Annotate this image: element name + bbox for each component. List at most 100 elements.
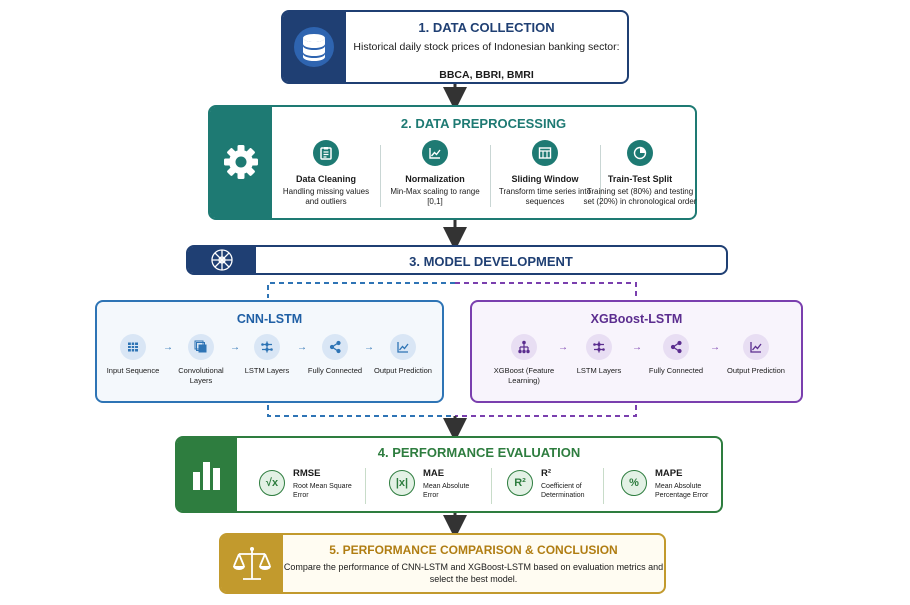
cnn-step-lstm-layers: LSTM Layers — [235, 334, 299, 376]
xgb-step-label: LSTM Layers — [576, 366, 622, 375]
stage4-title: 4. PERFORMANCE EVALUATION — [377, 445, 581, 460]
model-cnn-lstm: CNN-LSTM Input Sequence → Convolutional … — [95, 300, 444, 403]
bar-chart-icon — [193, 462, 220, 490]
stage-data-collection: 1. DATA COLLECTION Historical daily stoc… — [281, 10, 629, 84]
gear-icon — [224, 145, 258, 179]
network-icon — [211, 249, 233, 271]
arrow-right-icon: → — [710, 342, 720, 353]
stage5-title: 5. PERFORMANCE COMPARISON & CONCLUSION — [329, 543, 618, 557]
model-xgboost-lstm: XGBoost-LSTM XGBoost (Feature Learning) … — [470, 300, 803, 403]
arrow-right-icon: → — [297, 342, 307, 353]
line-chart-icon — [743, 334, 769, 360]
stage-data-preprocessing: 2. DATA PREPROCESSING Data Cleaning Hand… — [208, 105, 697, 220]
xgb-step-label: Fully Connected — [648, 366, 704, 375]
share-icon — [322, 334, 348, 360]
cnn-step-label: Input Sequence — [106, 366, 160, 375]
stage-comparison-conclusion: 5. PERFORMANCE COMPARISON & CONCLUSION C… — [219, 533, 666, 594]
stage1-text: Historical daily stock prices of Indones… — [353, 41, 620, 53]
xgb-step-xgboost: XGBoost (Feature Learning) — [488, 334, 560, 385]
cnn-title: CNN-LSTM — [236, 312, 303, 326]
metric-name: MAPE — [655, 468, 683, 479]
divider — [603, 468, 604, 504]
cnn-step-output-prediction: Output Prediction — [371, 334, 435, 376]
layers-icon — [188, 334, 214, 360]
divider — [600, 145, 601, 207]
divider — [380, 145, 381, 207]
arrow-right-icon: → — [364, 342, 374, 353]
stage5-text: Compare the performance of CNN-LSTM and … — [283, 562, 664, 584]
preprocess-step-data-cleaning: Data Cleaning Handling missing values an… — [276, 140, 376, 207]
xgb-step-lstm-layers: LSTM Layers — [567, 334, 631, 376]
preprocess-step-train-test-split: Train-Test Split Training set (80%) and … — [582, 140, 698, 207]
cnn-step-label: LSTM Layers — [244, 366, 290, 375]
r-squared-icon: R² — [507, 470, 533, 496]
stage2-title: 2. DATA PREPROCESSING — [400, 116, 567, 131]
stage3-sidebar — [188, 247, 256, 273]
absolute-value-icon: |x| — [389, 470, 415, 496]
share-icon — [663, 334, 689, 360]
cnn-step-label: Output Prediction — [374, 366, 432, 375]
window-icon — [532, 140, 558, 166]
metric-name: R² — [541, 468, 552, 479]
scales-icon — [233, 547, 271, 580]
stage1-sidebar — [283, 12, 346, 82]
preprocess-step-title: Data Cleaning — [295, 174, 356, 184]
arrow-right-icon: → — [163, 342, 173, 353]
xgb-step-output-prediction: Output Prediction — [724, 334, 788, 376]
stage1-title: 1. DATA COLLECTION — [418, 20, 555, 35]
preprocess-step-desc: Training set (80%) and testing set (20%)… — [583, 187, 697, 206]
stage-model-development: 3. MODEL DEVELOPMENT — [186, 245, 728, 275]
arrow-right-icon: → — [632, 342, 642, 353]
preprocess-step-title: Normalization — [405, 174, 465, 184]
branch-top-cnn — [267, 282, 455, 298]
xgb-title: XGBoost-LSTM — [590, 312, 683, 326]
preprocess-step-title: Train-Test Split — [607, 174, 673, 184]
cnn-step-label: Fully Connected — [307, 366, 363, 375]
stage5-sidebar — [221, 535, 283, 592]
database-icon — [294, 27, 334, 67]
stage4-sidebar — [177, 438, 237, 511]
arrow-right-icon: → — [558, 342, 568, 353]
pie-chart-icon — [627, 140, 653, 166]
divider — [490, 145, 491, 207]
line-chart-icon — [422, 140, 448, 166]
branch-bottom-cnn — [267, 405, 455, 417]
stage2-sidebar — [210, 107, 272, 218]
arrow-right-icon: → — [230, 342, 240, 353]
tree-icon — [511, 334, 537, 360]
stage-performance-evaluation: 4. PERFORMANCE EVALUATION √x RMSE Root M… — [175, 436, 723, 513]
clipboard-icon — [313, 140, 339, 166]
xgb-step-label: Output Prediction — [727, 366, 785, 375]
metric-name: RMSE — [293, 468, 321, 479]
branch-top-xgb — [455, 282, 637, 298]
cnn-step-input-sequence: Input Sequence — [101, 334, 165, 376]
grid-icon — [120, 334, 146, 360]
percent-icon: % — [621, 470, 647, 496]
preprocess-step-sliding-window: Sliding Window Transform time series int… — [495, 140, 595, 207]
xgb-step-label: XGBoost (Feature Learning) — [493, 366, 555, 385]
divider — [365, 468, 366, 504]
preprocess-step-desc: Transform time series into sequences — [498, 187, 592, 206]
cnn-step-convolutional-layers: Convolutional Layers — [169, 334, 233, 385]
divider — [491, 468, 492, 504]
preprocess-step-desc: Handling missing values and outliers — [282, 187, 370, 206]
cnn-step-fully-connected: Fully Connected — [303, 334, 367, 376]
lstm-icon — [254, 334, 280, 360]
stage3-title: 3. MODEL DEVELOPMENT — [409, 254, 573, 269]
sqrt-icon: √x — [259, 470, 285, 496]
metric-name: MAE — [423, 468, 445, 479]
xgb-step-fully-connected: Fully Connected — [644, 334, 708, 376]
cnn-step-label: Convolutional Layers — [178, 366, 224, 385]
preprocess-step-title: Sliding Window — [511, 174, 579, 184]
stage1-tickers: BBCA, BBRI, BMRI — [439, 69, 534, 81]
line-chart-icon — [390, 334, 416, 360]
preprocess-step-desc: Min-Max scaling to range [0,1] — [390, 187, 480, 206]
preprocess-step-normalization: Normalization Min-Max scaling to range [… — [385, 140, 485, 207]
branch-bottom-xgb — [455, 405, 637, 417]
lstm-icon — [586, 334, 612, 360]
